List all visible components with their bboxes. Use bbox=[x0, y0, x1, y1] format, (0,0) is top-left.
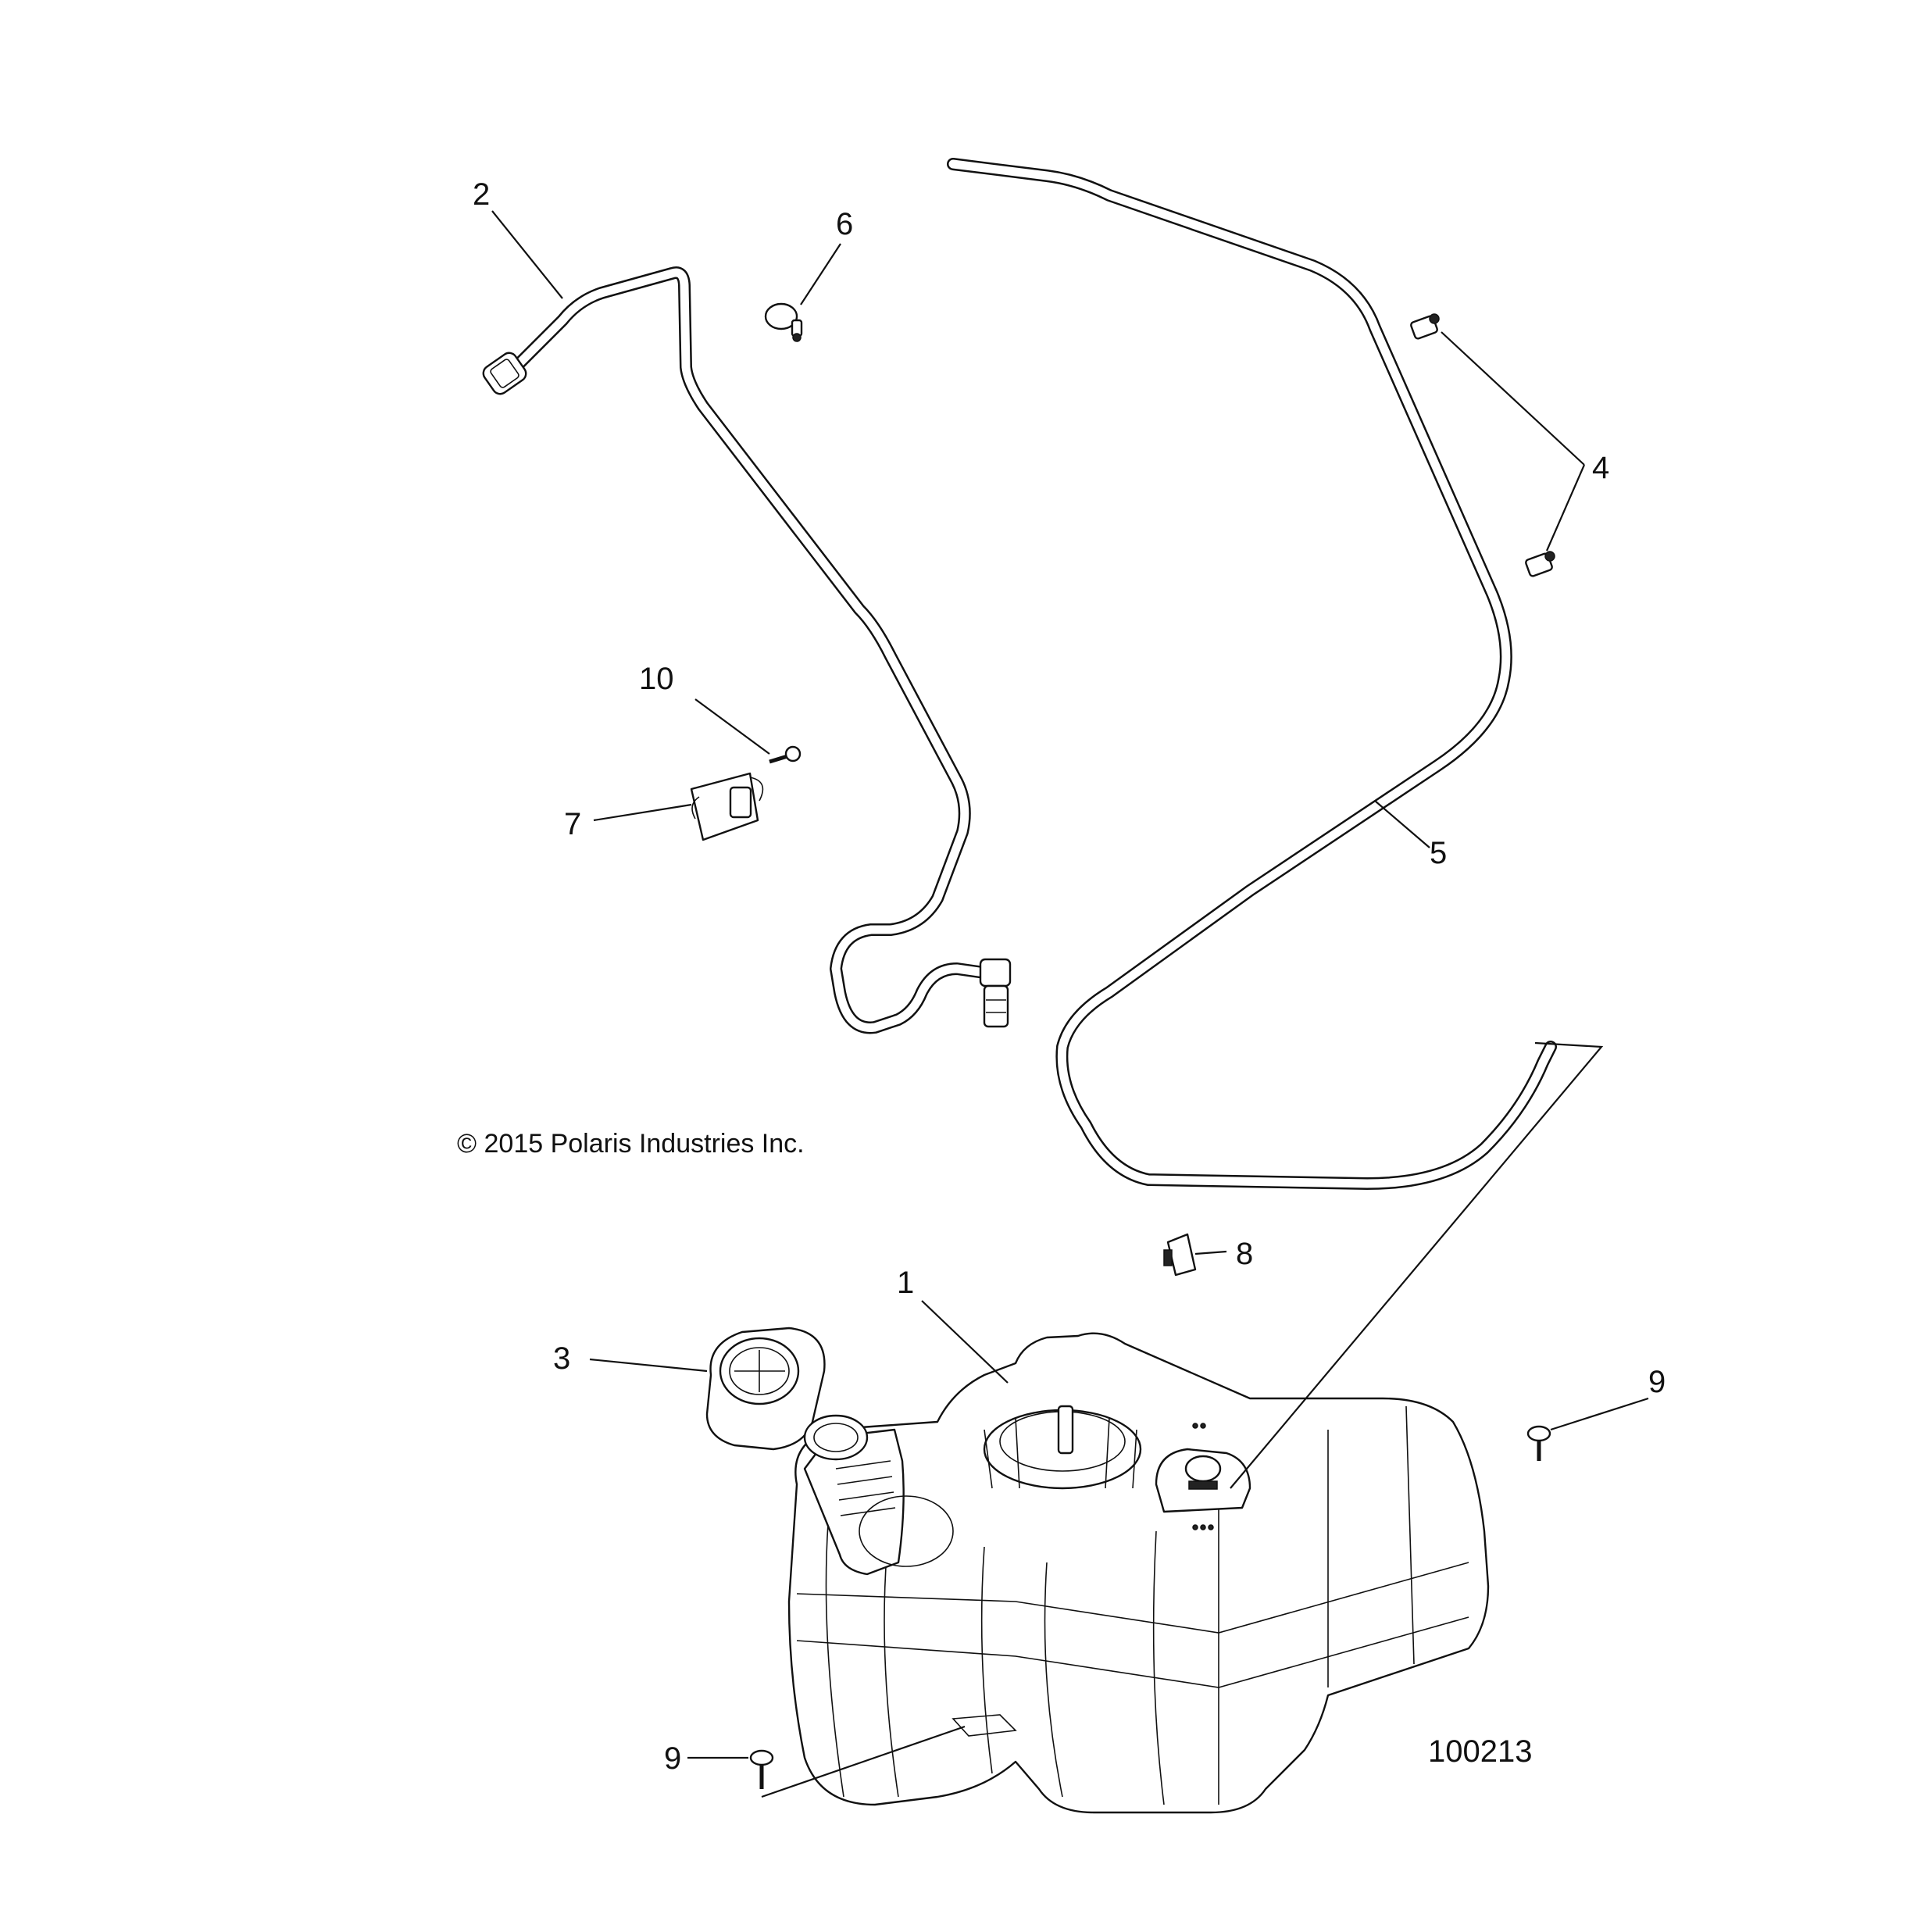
hose-clip-4-upper bbox=[1410, 313, 1440, 340]
fuel-pump-ring bbox=[983, 1405, 1142, 1490]
screw-9-right bbox=[1526, 1425, 1551, 1461]
callout-10: 10 bbox=[639, 662, 674, 696]
filler-neck bbox=[803, 1414, 954, 1576]
figure-number: 100213 bbox=[1428, 1734, 1532, 1769]
callout-6: 6 bbox=[836, 207, 853, 241]
vent-hose-5 bbox=[947, 158, 1557, 1190]
callout-9-left: 9 bbox=[664, 1741, 681, 1776]
callout-labels: 2 6 4 5 10 7 8 1 3 9 9 bbox=[473, 177, 1666, 1776]
callout-2: 2 bbox=[473, 177, 490, 212]
fuel-tank-1 bbox=[787, 1332, 1490, 1814]
leader-lines bbox=[491, 210, 1649, 1798]
callout-3: 3 bbox=[553, 1341, 570, 1376]
mounting-bracket-7 bbox=[690, 772, 764, 841]
screw-9-left bbox=[749, 1749, 774, 1789]
hose-clip-4-lower bbox=[1525, 551, 1555, 577]
retainer-clip-6 bbox=[764, 302, 803, 342]
callout-1: 1 bbox=[897, 1266, 914, 1300]
callout-8: 8 bbox=[1236, 1237, 1253, 1271]
elbow-connector-right bbox=[979, 958, 1012, 1028]
fuel-hose-2 bbox=[482, 266, 1012, 1034]
quick-connector-left bbox=[482, 352, 527, 395]
screw-10 bbox=[769, 745, 802, 764]
rollover-valve bbox=[1155, 1423, 1251, 1530]
callout-7: 7 bbox=[564, 807, 581, 841]
fuel-cap-3 bbox=[705, 1327, 826, 1451]
callout-5: 5 bbox=[1430, 836, 1447, 870]
hose-clip-8 bbox=[1163, 1233, 1197, 1277]
callout-4: 4 bbox=[1592, 451, 1609, 485]
copyright-notice: © 2015 Polaris Industries Inc. bbox=[457, 1129, 805, 1159]
callout-9-right: 9 bbox=[1648, 1365, 1666, 1399]
